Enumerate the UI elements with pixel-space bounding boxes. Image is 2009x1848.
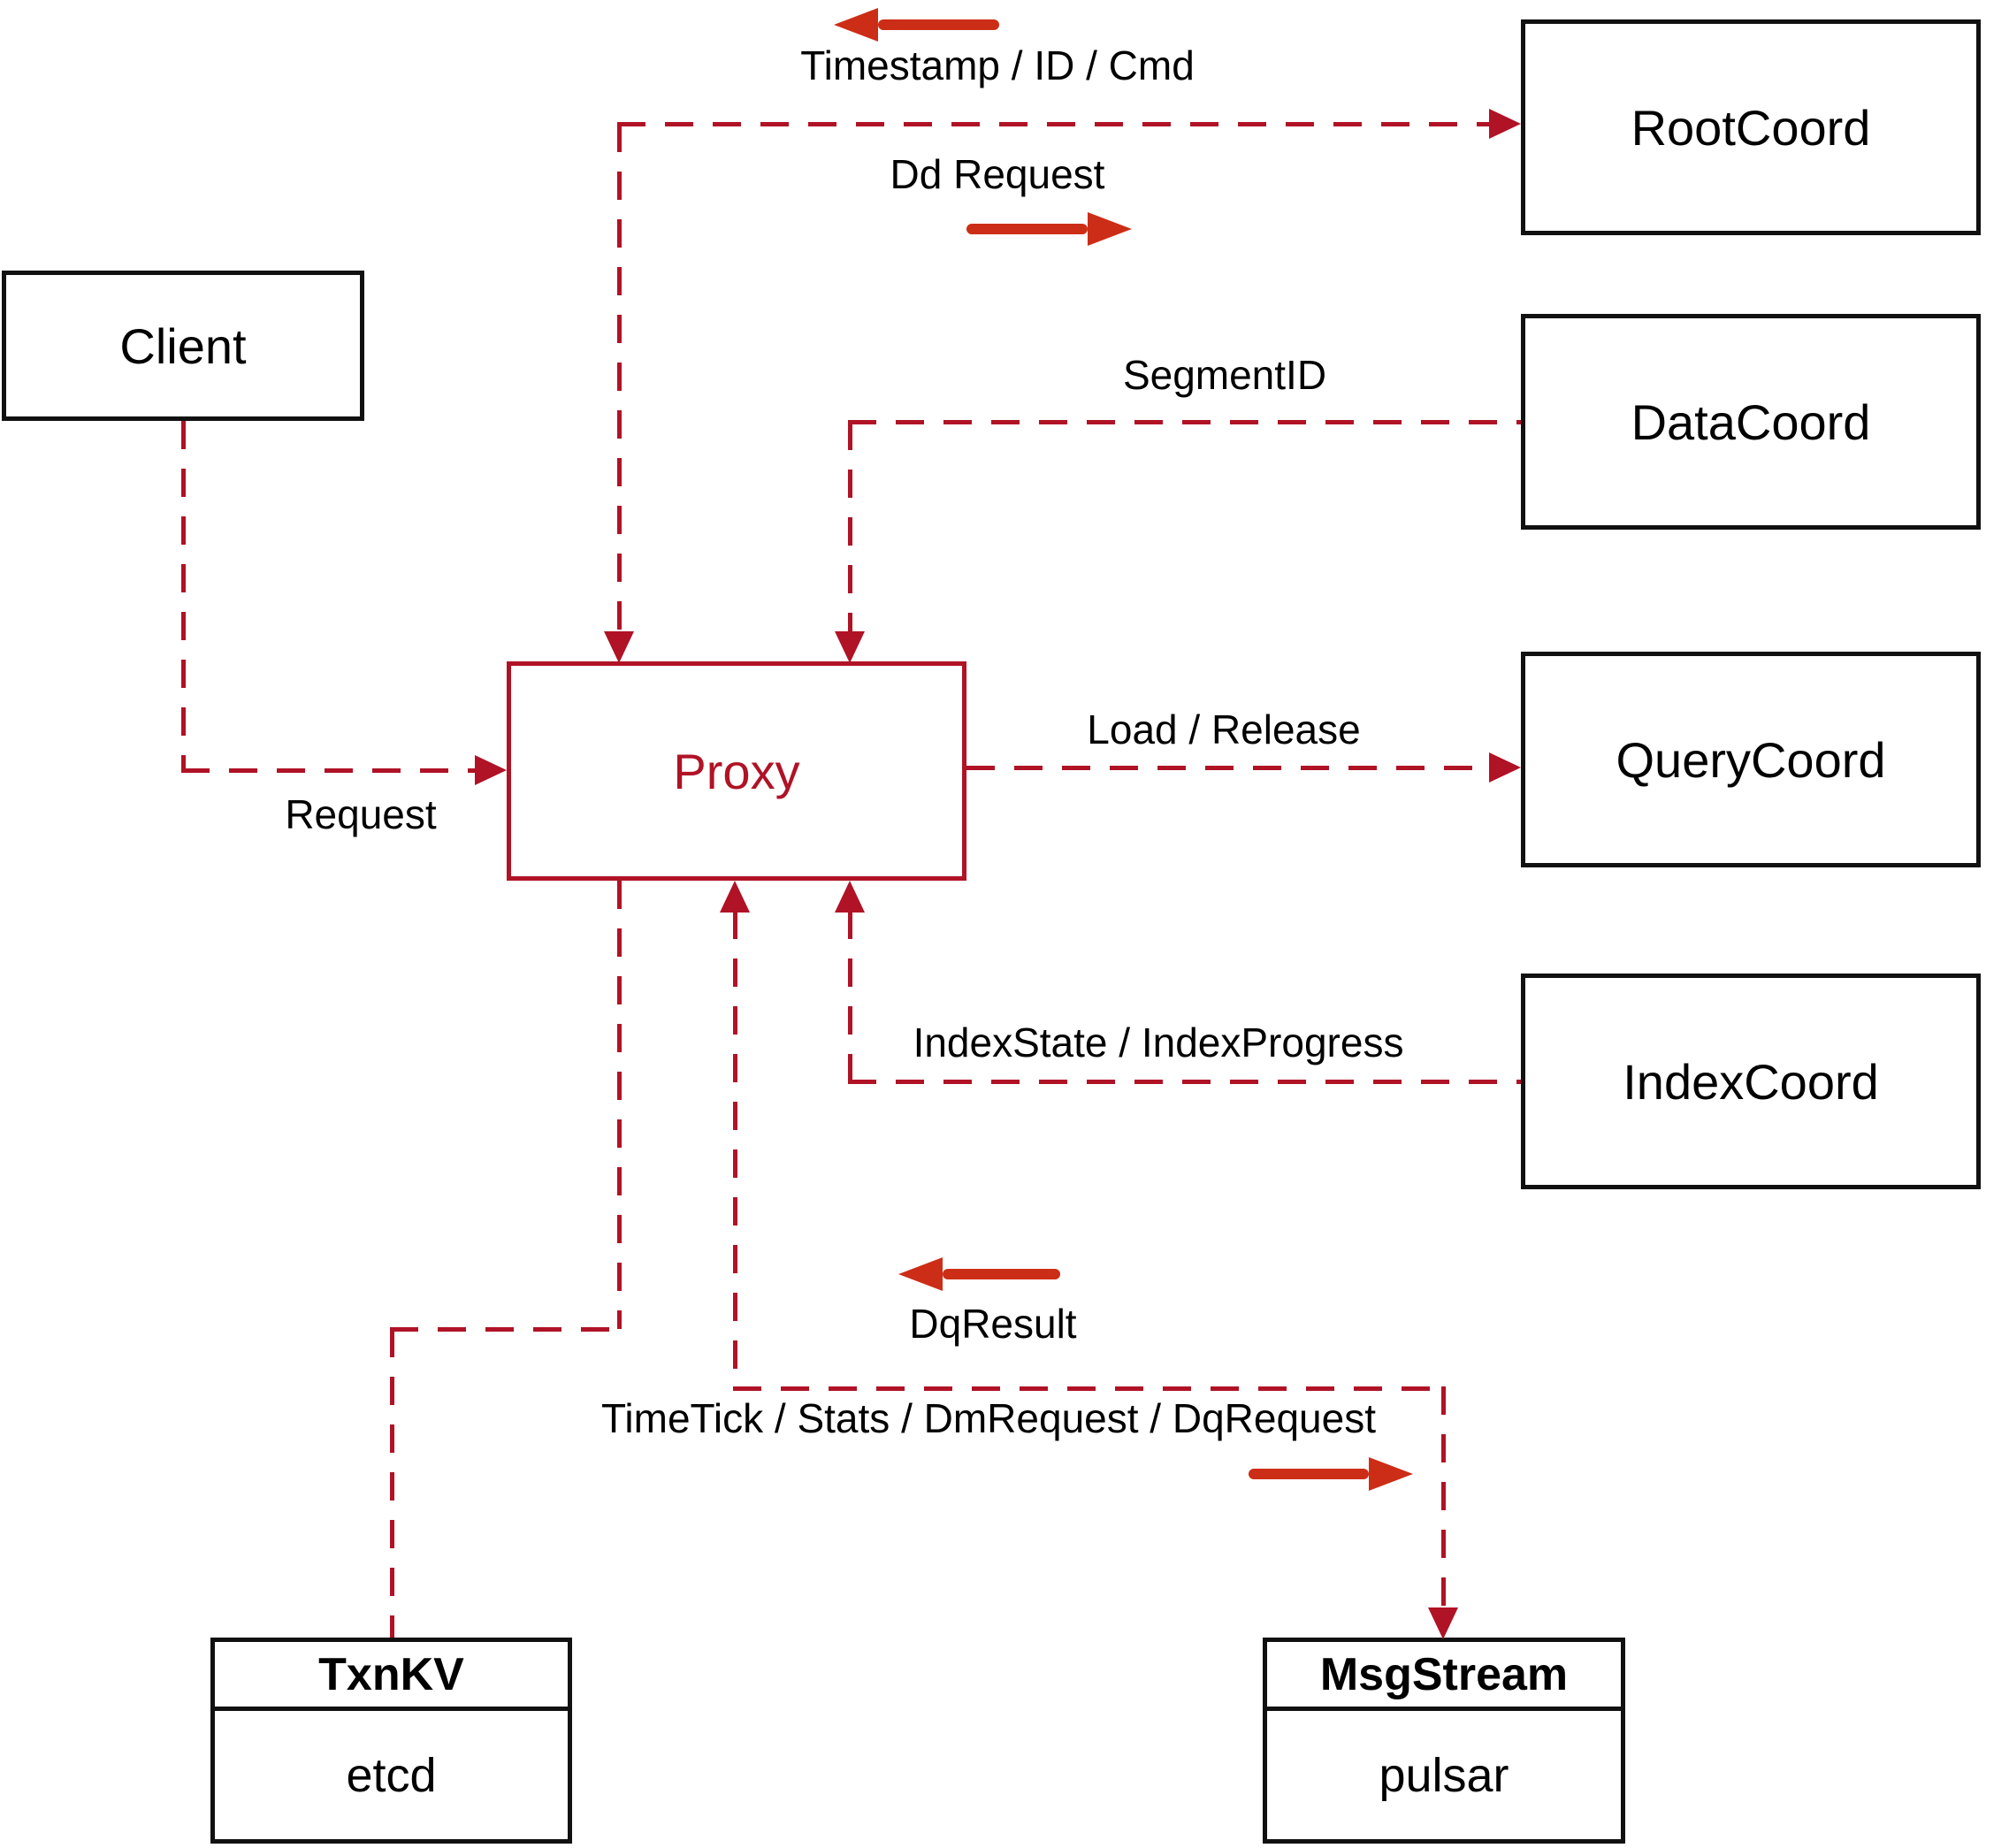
edge-client-proxy-horizontal xyxy=(181,768,475,773)
edge-proxy-querycoord-horizontal xyxy=(966,766,1489,770)
edge-label-dd-request: Dd Request xyxy=(890,151,1105,197)
edge-label-request: Request xyxy=(285,791,437,837)
edge-proxy-msgstream-vertical-upper xyxy=(733,911,737,1388)
direction-arrow-right-icon xyxy=(1249,1457,1413,1491)
edge-label-dq-result: DqResult xyxy=(909,1301,1077,1347)
edge-datacoord-proxy-horizontal xyxy=(848,420,1521,424)
arrowhead-down-into-proxy-icon xyxy=(604,631,634,663)
arrowhead-right-into-proxy-icon xyxy=(475,755,507,785)
arrowhead-up-into-proxy-icon xyxy=(720,881,750,913)
edge-label-timetick-stats: TimeTick / Stats / DmRequest / DqRequest xyxy=(601,1395,1376,1441)
node-client-label: Client xyxy=(119,317,247,374)
node-msgstream: MsgStream pulsar xyxy=(1263,1638,1625,1844)
node-txnkv-subtitle: etcd xyxy=(346,1748,437,1802)
edge-label-load-release: Load / Release xyxy=(1087,706,1361,752)
edge-indexcoord-proxy-vertical xyxy=(848,911,852,1080)
arrowhead-down-into-msgstream-icon xyxy=(1428,1607,1458,1639)
node-rootcoord: RootCoord xyxy=(1521,19,1981,235)
arrowhead-right-into-querycoord-icon xyxy=(1489,752,1521,783)
edge-proxy-rootcoord-vertical xyxy=(617,124,622,631)
node-indexcoord-label: IndexCoord xyxy=(1623,1053,1879,1110)
edge-proxy-msgstream-horizontal xyxy=(733,1386,1446,1391)
edge-client-proxy-vertical xyxy=(181,421,186,770)
edge-datacoord-proxy-vertical xyxy=(848,422,852,631)
node-rootcoord-label: RootCoord xyxy=(1631,99,1871,156)
direction-arrow-left-icon xyxy=(834,8,999,42)
node-msgstream-subtitle: pulsar xyxy=(1379,1748,1509,1802)
node-txnkv: TxnKV etcd xyxy=(210,1638,572,1844)
edge-indexcoord-proxy-horizontal xyxy=(848,1080,1521,1084)
edge-label-index-state-progress: IndexState / IndexProgress xyxy=(913,1019,1404,1065)
arrowhead-down-into-proxy-icon xyxy=(835,631,865,663)
edge-proxy-rootcoord-horizontal xyxy=(617,122,1489,126)
direction-arrow-right-icon xyxy=(966,212,1132,246)
node-proxy: Proxy xyxy=(507,661,966,881)
direction-arrow-left-icon xyxy=(898,1257,1060,1291)
node-querycoord-label: QueryCoord xyxy=(1616,731,1886,788)
edge-proxy-txnkv-vertical-upper xyxy=(617,881,622,1329)
edge-proxy-txnkv-horizontal xyxy=(390,1327,619,1332)
edge-proxy-txnkv-vertical-lower xyxy=(390,1329,394,1638)
node-datacoord-label: DataCoord xyxy=(1631,393,1871,450)
edge-proxy-msgstream-vertical-lower xyxy=(1441,1386,1446,1607)
arrowhead-right-into-rootcoord-icon xyxy=(1489,109,1521,139)
node-proxy-label: Proxy xyxy=(673,743,800,799)
node-indexcoord: IndexCoord xyxy=(1521,974,1981,1189)
edge-label-segment-id: SegmentID xyxy=(1122,352,1327,398)
arrowhead-up-into-proxy-icon xyxy=(835,881,865,913)
node-datacoord: DataCoord xyxy=(1521,314,1981,530)
node-client: Client xyxy=(2,271,364,421)
node-querycoord: QueryCoord xyxy=(1521,652,1981,867)
node-msgstream-title: MsgStream xyxy=(1267,1642,1621,1711)
edge-label-timestamp-id-cmd: Timestamp / ID / Cmd xyxy=(800,42,1195,88)
node-txnkv-title: TxnKV xyxy=(215,1642,568,1711)
